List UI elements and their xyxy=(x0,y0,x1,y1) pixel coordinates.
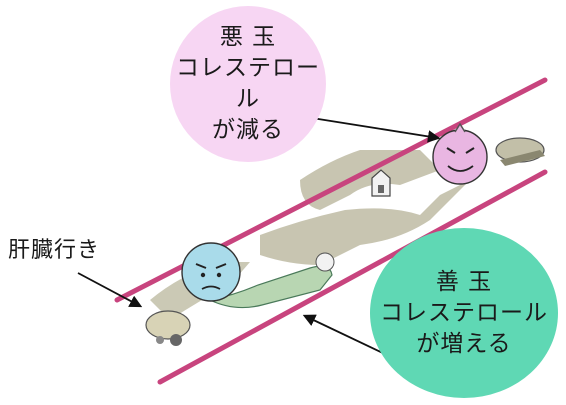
good-cholesterol-character xyxy=(181,242,335,309)
good-cholesterol-bubble: 善 玉 コレステロール が増える xyxy=(370,228,558,398)
deposit-house-icon xyxy=(371,169,391,197)
bad-bubble-line1: 悪 玉 xyxy=(219,24,277,50)
liver-label: 肝臓行き xyxy=(8,238,101,263)
bad-cholesterol-character xyxy=(432,122,545,185)
liver-bound-figure xyxy=(145,310,191,346)
arrow-liver xyxy=(77,272,143,308)
good-bubble-line2: コレステロール xyxy=(380,299,548,326)
arrow-good-to-vessel xyxy=(302,314,388,356)
bad-cholesterol-bubble: 悪 玉 コレステロール が減る xyxy=(170,6,326,162)
arrow-bad-to-character xyxy=(311,117,441,143)
bad-bubble-line2: コレステロール xyxy=(176,55,320,112)
good-bubble-line1: 善 玉 xyxy=(435,268,493,295)
bad-bubble-line3: が減る xyxy=(212,117,284,143)
vessel-wall-bottom xyxy=(157,169,548,385)
good-bubble-line3: が増える xyxy=(416,330,512,357)
